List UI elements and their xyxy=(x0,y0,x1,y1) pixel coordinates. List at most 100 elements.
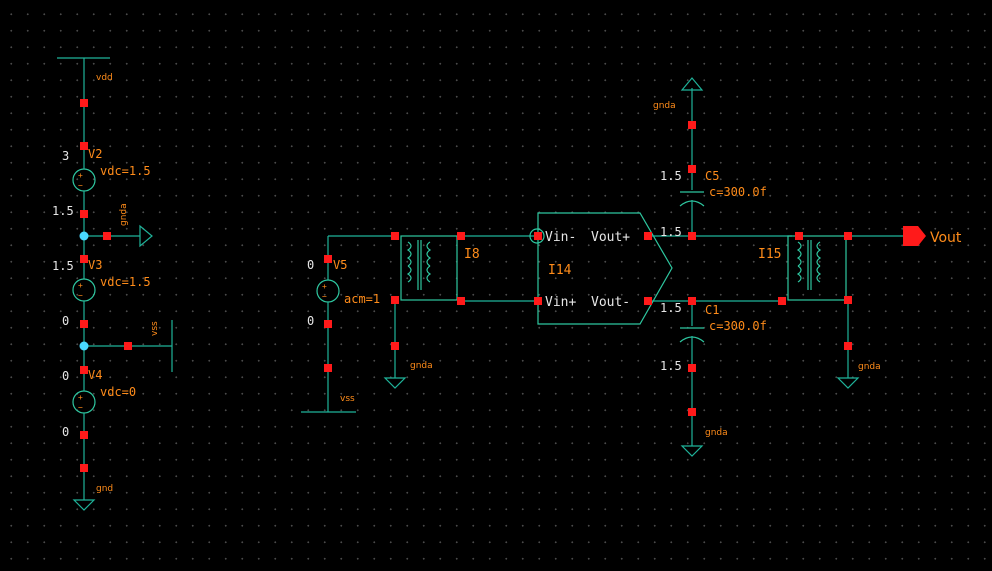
instance-label-i8: I8 xyxy=(464,247,480,262)
net-label-gnda: gnda xyxy=(858,362,881,372)
svg-text:−: − xyxy=(322,292,327,301)
instance-label-v3: V3 xyxy=(88,258,102,272)
pin-label-vin-plus: Vin+ xyxy=(545,295,576,310)
svg-text:+: + xyxy=(78,393,83,402)
pin[interactable] xyxy=(688,165,696,173)
pin[interactable] xyxy=(688,364,696,372)
svg-text:−: − xyxy=(78,403,83,412)
node-voltage: 1.5 xyxy=(660,225,682,239)
param-c5-c: c=300.0f xyxy=(709,185,767,199)
node-voltage: 1.5 xyxy=(660,359,682,373)
node-voltage: 0 xyxy=(62,369,69,383)
pin[interactable] xyxy=(844,296,852,304)
net-label-gnda: gnda xyxy=(410,361,433,371)
net-label-vss: vss xyxy=(150,321,160,336)
param-v2-vdc: vdc=1.5 xyxy=(100,164,151,178)
net-label-gnd: gnd xyxy=(96,484,113,494)
instance-label-i15: I15 xyxy=(758,247,781,262)
node-voltage: 0 xyxy=(307,258,314,272)
node-voltage: 1.5 xyxy=(52,204,74,218)
gnda-symbol xyxy=(680,77,704,91)
balun-i15[interactable]: I15 gnda Vout xyxy=(758,226,962,389)
pin[interactable] xyxy=(324,255,332,263)
vout-port-symbol[interactable] xyxy=(903,226,926,246)
pin[interactable] xyxy=(324,364,332,372)
node-voltage: 1.5 xyxy=(52,259,74,273)
node-voltage: 1.5 xyxy=(660,301,682,315)
param-v4-vdc: vdc=0 xyxy=(100,385,136,399)
instance-label-c5: C5 xyxy=(705,169,719,183)
pin[interactable] xyxy=(80,99,88,107)
pin[interactable] xyxy=(80,142,88,150)
pin[interactable] xyxy=(844,232,852,240)
gnda-symbol xyxy=(139,224,153,248)
v3-source-symbol[interactable] xyxy=(72,278,96,302)
net-label-vss: vss xyxy=(340,394,355,404)
pin[interactable] xyxy=(644,232,652,240)
junction-dot xyxy=(79,341,89,351)
pin[interactable] xyxy=(644,297,652,305)
pin[interactable] xyxy=(80,464,88,472)
pin[interactable] xyxy=(80,320,88,328)
pin[interactable] xyxy=(457,232,465,240)
pin[interactable] xyxy=(103,232,111,240)
node-voltage: 0 xyxy=(62,425,69,439)
pin[interactable] xyxy=(688,121,696,129)
node-voltage: 0 xyxy=(307,314,314,328)
pin[interactable] xyxy=(391,296,399,304)
pin[interactable] xyxy=(844,342,852,350)
v5-source-symbol[interactable] xyxy=(316,279,340,303)
pin[interactable] xyxy=(80,210,88,218)
param-c1-c: c=300.0f xyxy=(709,319,767,333)
pin[interactable] xyxy=(80,431,88,439)
pin[interactable] xyxy=(80,366,88,374)
junction-dot xyxy=(79,231,89,241)
pin[interactable] xyxy=(324,320,332,328)
pin[interactable] xyxy=(534,297,542,305)
svg-text:+: + xyxy=(322,282,327,291)
pin[interactable] xyxy=(795,232,803,240)
instance-label-v4: V4 xyxy=(88,368,102,382)
pin-label-vout-minus: Vout- xyxy=(591,295,630,310)
input-source-v5: + − 0 V5 acm=1 0 vss xyxy=(301,235,395,413)
node-voltage: 3 xyxy=(62,149,69,163)
net-label-gnda: gnda xyxy=(653,101,676,111)
node-voltage: 1.5 xyxy=(660,169,682,183)
svg-text:+: + xyxy=(78,281,83,290)
amplifier-symbol[interactable] xyxy=(537,212,673,325)
instance-label-i14: I14 xyxy=(548,263,572,278)
pin[interactable] xyxy=(391,342,399,350)
pin[interactable] xyxy=(391,232,399,240)
pin[interactable] xyxy=(688,408,696,416)
v2-source-symbol[interactable] xyxy=(72,168,96,192)
node-voltage: 0 xyxy=(62,314,69,328)
balun-i8[interactable]: I8 gnda xyxy=(383,232,538,389)
pin-label-vout-plus: Vout+ xyxy=(591,230,630,245)
instance-label-v2: V2 xyxy=(88,147,102,161)
supply-column: + − + − + − xyxy=(52,57,173,511)
pin[interactable] xyxy=(80,255,88,263)
pin[interactable] xyxy=(688,297,696,305)
net-label-gnda: gnda xyxy=(119,203,129,226)
svg-text:−: − xyxy=(78,181,83,190)
net-label-gnda: gnda xyxy=(705,428,728,438)
v4-source-symbol[interactable] xyxy=(72,390,96,414)
net-label-vout: Vout xyxy=(930,230,962,246)
net-label-vdd: vdd xyxy=(96,73,113,83)
gnd-symbol xyxy=(72,499,96,511)
instance-label-c1: C1 xyxy=(705,303,719,317)
pin-label-vin-minus: Vin- xyxy=(545,230,576,245)
pin[interactable] xyxy=(457,297,465,305)
gnda-symbol xyxy=(836,377,860,389)
gnda-symbol xyxy=(383,377,407,389)
gnda-symbol xyxy=(680,445,704,457)
pin[interactable] xyxy=(124,342,132,350)
svg-text:−: − xyxy=(78,291,83,300)
pin[interactable] xyxy=(534,232,542,240)
instance-label-v5: V5 xyxy=(333,258,347,272)
pin[interactable] xyxy=(778,297,786,305)
pin[interactable] xyxy=(688,232,696,240)
amplifier-i14[interactable]: Vin- Vin+ Vout+ Vout- I14 xyxy=(529,212,673,325)
